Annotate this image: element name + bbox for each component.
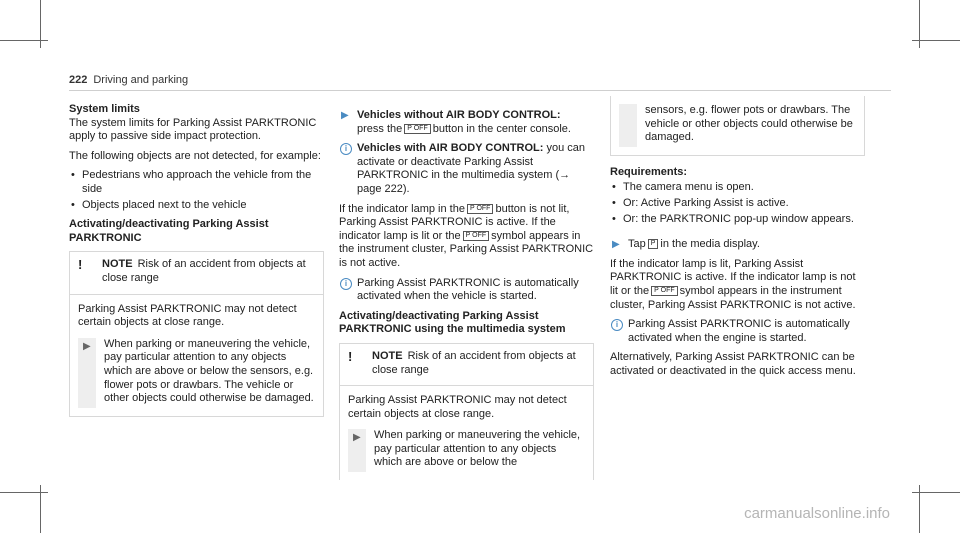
- step-bar: [619, 104, 637, 147]
- not-detected-text: The following objects are not detected, …: [69, 149, 321, 162]
- list-item: Objects placed next to the vehicle: [69, 199, 324, 213]
- note-label: NOTE: [102, 258, 133, 271]
- step-bar: ▶: [78, 337, 96, 408]
- crop-mark: [912, 492, 960, 493]
- parktronic-symbol-icon: P OFF: [462, 230, 490, 241]
- alternative-text: Alternatively, Parking Assist PARKTRONIC…: [610, 351, 856, 377]
- system-limits-intro: The system limits for Parking Assist PAR…: [69, 116, 317, 143]
- note-step-text: When parking or maneuvering the vehicle,…: [104, 337, 314, 405]
- note-continuation: sensors, e.g. flower pots or drawbars. T…: [610, 96, 865, 156]
- requirements-heading: Requirements:: [610, 165, 688, 178]
- indicator-text-mid: button is not lit, Parking Assist PARKTR…: [339, 202, 570, 242]
- with-abc-heading: Vehicles with AIR BODY CONTROL:: [357, 142, 544, 155]
- activate-heading: Activating/deactivating Parking Assist P…: [69, 218, 269, 244]
- step-without-abc: ▶ Vehicles without AIR BODY CONTROL: pre…: [339, 109, 594, 136]
- arrow-right-icon: ▶: [341, 110, 349, 121]
- crop-mark: [912, 40, 960, 41]
- info-icon: i: [340, 143, 352, 156]
- not-detected-list: Pedestrians who approach the vehicle fro…: [69, 169, 324, 212]
- header-divider: [69, 90, 891, 91]
- watermark: carmanualsonline.info: [744, 505, 890, 523]
- tap-text-end: in the media display.: [660, 238, 760, 251]
- note-text: Parking Assist PARKTRONIC may not detect…: [348, 394, 567, 420]
- crop-mark: [40, 485, 41, 533]
- column-2: ▶ Vehicles without AIR BODY CONTROL: pre…: [339, 103, 594, 488]
- info-icon: i: [340, 277, 352, 290]
- auto-activated-text: Parking Assist PARKTRONIC is automatical…: [357, 276, 579, 303]
- requirements-list: The camera menu is open. Or: Active Park…: [610, 181, 865, 226]
- parktronic-button-icon: P OFF: [404, 123, 431, 134]
- tap-text: Tap: [628, 238, 646, 251]
- note-text: Parking Assist PARKTRONIC may not detect…: [78, 302, 297, 329]
- page-header: 222 Driving and parking: [69, 74, 188, 88]
- arrow-right-icon: ▶: [612, 239, 620, 251]
- crop-mark: [40, 0, 41, 48]
- note-step: ▶ When parking or maneuvering the vehicl…: [348, 429, 585, 473]
- crop-mark: [0, 40, 48, 41]
- note-risk: Risk of an accident from objects at clos…: [102, 258, 306, 284]
- warning-icon: !: [348, 348, 353, 364]
- parktronic-symbol-icon: P OFF: [651, 286, 678, 297]
- list-item: The camera menu is open.: [610, 181, 865, 195]
- arrow-right-icon: ▶: [353, 432, 361, 444]
- multimedia-heading: Activating/deactivating Parking Assist P…: [339, 309, 566, 336]
- with-abc-text: you can activate or deactivate Parking A…: [357, 142, 586, 195]
- page-number: 222: [69, 74, 88, 86]
- note-continuation-text: sensors, e.g. flower pots or drawbars. T…: [645, 104, 853, 144]
- with-abc-block: i Vehicles with AIR BODY CONTROL: you ca…: [339, 142, 594, 196]
- crop-mark: [0, 492, 48, 493]
- list-item: Pedestrians who approach the vehicle fro…: [69, 169, 324, 196]
- indicator-text: If the indicator lamp is lit, Parking As…: [610, 258, 865, 312]
- arrow-right-icon: ▶: [83, 340, 91, 352]
- press-text-end: button in the center console.: [432, 122, 571, 135]
- press-text: press the: [357, 122, 403, 135]
- note-step-text: When parking or maneuvering the vehicle,…: [374, 429, 581, 469]
- warning-icon: !: [78, 257, 83, 273]
- step-bar: ▶: [348, 429, 366, 473]
- note-step: ▶ When parking or maneuvering the vehicl…: [78, 337, 315, 408]
- list-item: Or: Active Parking Assist is active.: [610, 197, 865, 211]
- column-1: System limits The system limits for Park…: [69, 103, 324, 425]
- system-limits-heading: System limits: [69, 103, 140, 115]
- info-icon: i: [611, 319, 623, 332]
- note-label: NOTE: [372, 349, 403, 362]
- engine-start-info: i Parking Assist PARKTRONIC is automatic…: [610, 318, 865, 345]
- crop-mark: [919, 0, 920, 48]
- parktronic-button-icon: P OFF: [466, 203, 494, 214]
- parktronic-media-icon: P: [647, 239, 659, 250]
- note-body: Parking Assist PARKTRONIC may not detect…: [70, 293, 323, 416]
- auto-activated-info: i Parking Assist PARKTRONIC is automatic…: [339, 277, 594, 304]
- indicator-text-post: symbol appears in the instrument cluster…: [339, 229, 594, 269]
- without-abc-heading: Vehicles without AIR BODY CONTROL:: [357, 109, 561, 121]
- list-item: Or: the PARKTRONIC pop-up window appears…: [610, 213, 865, 227]
- column-3: sensors, e.g. flower pots or drawbars. T…: [610, 96, 865, 385]
- indicator-text-pre: If the indicator lamp in the: [339, 202, 465, 215]
- note-risk: Risk of an accident from objects at clos…: [372, 349, 576, 376]
- section-title: Driving and parking: [93, 74, 189, 86]
- engine-start-text: Parking Assist PARKTRONIC is automatical…: [628, 318, 850, 344]
- note-body: Parking Assist PARKTRONIC may not detect…: [340, 385, 593, 480]
- indicator-text-post: symbol appears in the instrument cluster…: [610, 284, 856, 311]
- crop-mark: [919, 485, 920, 533]
- indicator-text-pre: If the indicator lamp is lit, Parking As…: [610, 257, 856, 297]
